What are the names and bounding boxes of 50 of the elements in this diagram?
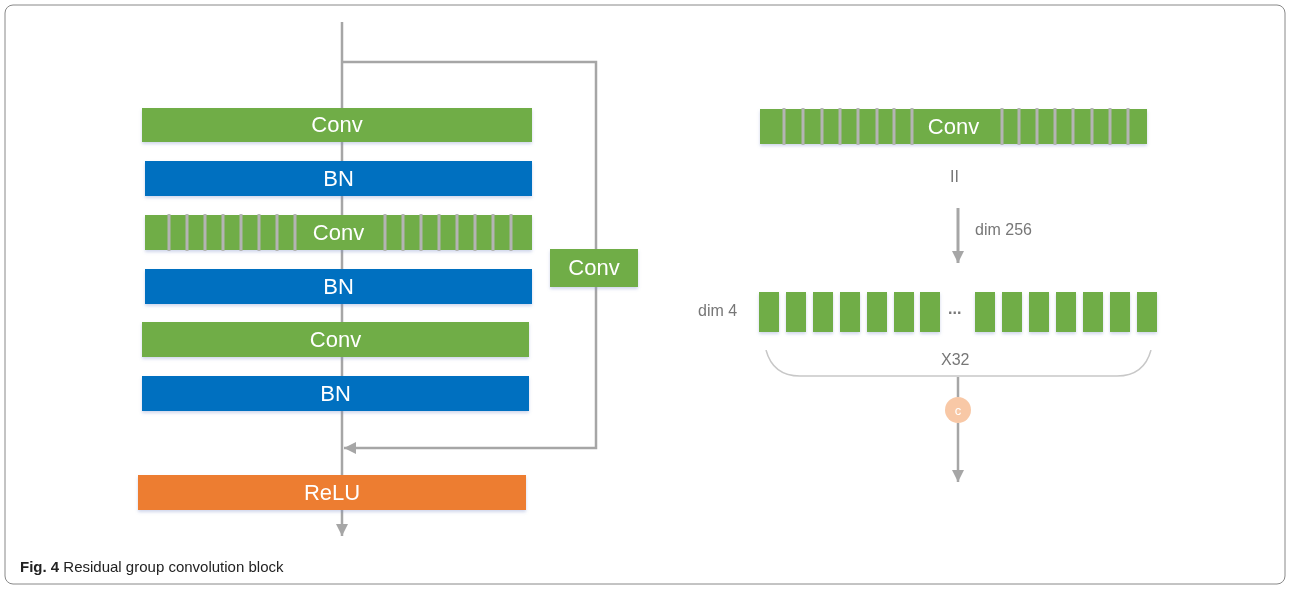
connector-line xyxy=(956,377,960,397)
relu-box xyxy=(138,475,526,510)
layer-label: Conv xyxy=(567,257,621,279)
channel-group-bar xyxy=(1002,292,1022,332)
arrow xyxy=(952,423,964,482)
layer-label: BN xyxy=(322,275,355,298)
connector-line xyxy=(340,357,344,376)
group-count-label: X32 xyxy=(941,351,970,369)
channel-group-bar xyxy=(867,292,887,332)
channel-group-bar xyxy=(759,292,779,332)
connector-line xyxy=(340,22,344,108)
dimension-label: dim 4 xyxy=(698,302,738,320)
channel-group-bar xyxy=(894,292,914,332)
connector-line xyxy=(342,60,598,249)
conv-layer-box xyxy=(142,322,529,357)
layer-label: ReLU xyxy=(302,481,362,504)
group-conv-box xyxy=(145,215,532,250)
conv-layer-box xyxy=(550,249,638,287)
brace xyxy=(765,350,1152,377)
connector-line xyxy=(340,196,344,215)
arrow xyxy=(344,287,598,454)
channel-group-bar xyxy=(1029,292,1049,332)
figure-caption: Fig. 4 Residual group convolution block xyxy=(20,558,284,575)
connector-line xyxy=(340,250,344,269)
ellipsis: ... xyxy=(948,300,962,318)
batch-norm-box xyxy=(145,269,532,304)
layer-label: BN xyxy=(319,382,352,405)
concat-circle xyxy=(945,397,971,423)
channel-group-bar xyxy=(813,292,833,332)
equals-sign: II xyxy=(950,168,959,186)
channel-group-bar xyxy=(840,292,860,332)
layer-label: Conv xyxy=(310,114,364,136)
channel-group-bar xyxy=(1083,292,1103,332)
arrow xyxy=(336,510,348,536)
channel-group-bar xyxy=(786,292,806,332)
connector-line xyxy=(340,142,344,161)
batch-norm-box xyxy=(142,376,529,411)
conv-layer-box xyxy=(142,108,532,142)
channel-group-bar xyxy=(975,292,995,332)
group-conv-box xyxy=(760,109,1147,144)
dimension-label: dim 256 xyxy=(975,221,1032,239)
batch-norm-box xyxy=(145,161,532,196)
channel-group-bar xyxy=(1137,292,1157,332)
channel-group-bar xyxy=(920,292,940,332)
channel-group-bar xyxy=(1110,292,1130,332)
connector-line xyxy=(340,411,344,475)
layer-label: BN xyxy=(322,167,355,190)
layer-label: c xyxy=(953,403,963,417)
layer-label: Conv xyxy=(308,328,363,351)
channel-group-bar xyxy=(1056,292,1076,332)
